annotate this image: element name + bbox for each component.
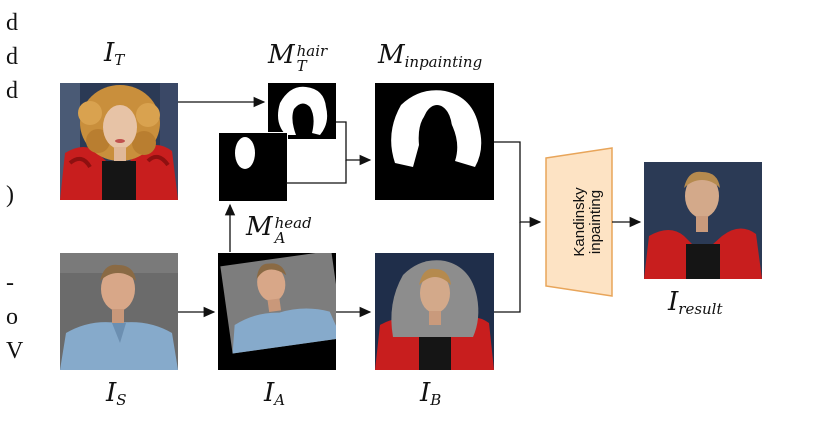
label-target: IT <box>104 38 125 70</box>
label-result: Iresult <box>668 287 723 319</box>
margin-text-3: d <box>6 78 18 104</box>
arrow-hair-mask-to-inpainting <box>336 121 372 166</box>
margin-text-5: - <box>6 270 14 296</box>
label-source: IS <box>106 378 127 410</box>
label-aligned: IA <box>264 378 286 410</box>
arrow-head-mask-to-inpainting <box>286 160 347 184</box>
aligned-head-mask <box>218 132 288 202</box>
target-hair-mask <box>268 83 336 139</box>
target-image <box>60 83 178 200</box>
margin-text-6: o <box>6 304 18 330</box>
label-inpainting-mask: Minpainting <box>378 40 483 72</box>
margin-text-4: ) <box>6 182 14 208</box>
margin-text-7: V <box>6 338 24 364</box>
arrow-inpainting-to-kandinsky <box>494 141 542 228</box>
kandinsky-label-line1: Kandinsky <box>571 187 588 257</box>
margin-text-1: d <box>6 10 18 36</box>
blended-image <box>375 253 494 370</box>
source-image <box>60 253 178 370</box>
kandinsky-inpainting-block <box>545 147 613 297</box>
aligned-image <box>218 250 344 370</box>
margin-text-2: d <box>6 44 18 70</box>
result-image <box>644 162 762 279</box>
kandinsky-label-line2: inpainting <box>587 190 604 254</box>
arrow-blended-to-kandinsky <box>494 222 521 313</box>
label-blended: IB <box>420 378 442 410</box>
inpainting-mask <box>375 83 494 200</box>
